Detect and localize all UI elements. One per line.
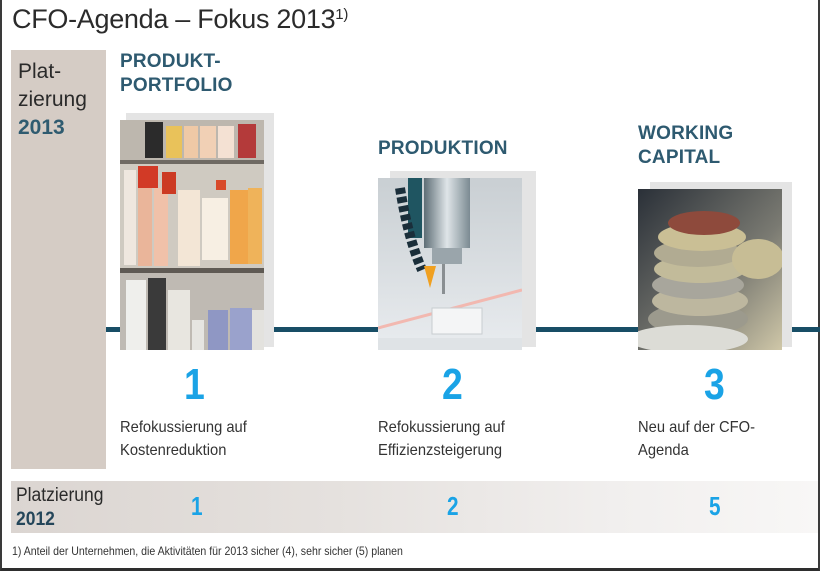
heading-line2: CAPITAL — [638, 147, 721, 168]
rank-2013-2: 2 — [442, 360, 463, 409]
stacked-coins-photo — [638, 189, 782, 350]
desc-line2: Effizienzsteigerung — [378, 442, 503, 459]
shelf-of-cosmetic-bottles-photo — [120, 120, 264, 350]
rank-2013-1: 1 — [184, 360, 205, 409]
rank-2012-1: 1 — [191, 491, 203, 521]
desc-line1: Refokussierung auf — [120, 419, 247, 436]
placement-2012-year: 2012 — [16, 509, 55, 530]
column-description-3: Neu auf der CFO- Agenda — [638, 416, 755, 462]
cnc-milling-machine-photo — [378, 178, 522, 350]
placement-2012-band: Platzierung 2012 1 2 5 — [11, 481, 818, 533]
column-heading-produktion: PRODUKTION — [378, 137, 508, 161]
placement-2012-label: Platzierung 2012 — [16, 484, 103, 532]
slide-title: CFO-Agenda – Fokus 20131) — [12, 4, 348, 35]
rank-2013-3: 3 — [704, 360, 725, 409]
heading-line1: PRODUKTION — [378, 138, 508, 159]
rank-2012-2: 2 — [447, 491, 459, 521]
desc-line1: Neu auf der CFO- — [638, 419, 755, 436]
coins-photo-icon — [638, 189, 782, 350]
desc-line1: Refokussierung auf — [378, 419, 505, 436]
heading-line1: PRODUKT- — [120, 51, 221, 72]
column-heading-produktportfolio: PRODUKT- PORTFOLIO — [120, 50, 233, 98]
heading-line2: PORTFOLIO — [120, 75, 233, 96]
milling-photo-icon — [378, 178, 522, 350]
placement-2013-label: Plat- zierung 2013 — [18, 58, 87, 142]
desc-line2: Agenda — [638, 442, 689, 459]
column-description-2: Refokussierung auf Effizienzsteigerung — [378, 416, 505, 462]
placement-2013-label-line2: zierung — [18, 88, 87, 111]
placement-2013-band: Plat- zierung 2013 — [11, 50, 106, 469]
rank-2012-3: 5 — [709, 491, 721, 521]
placement-2013-label-line1: Plat- — [18, 60, 62, 83]
heading-line1: WORKING — [638, 123, 734, 144]
placement-2012-label-line1: Platzierung — [16, 485, 104, 506]
slide-title-text: CFO-Agenda – Fokus 2013 — [12, 4, 336, 34]
desc-line2: Kostenreduktion — [120, 442, 227, 459]
column-description-1: Refokussierung auf Kostenreduktion — [120, 416, 247, 462]
column-heading-working-capital: WORKING CAPITAL — [638, 122, 733, 170]
footnote-marker: 1) — [335, 6, 349, 23]
shelf-photo-icon — [120, 120, 264, 350]
footnote: 1) Anteil der Unternehmen, die Aktivität… — [12, 544, 403, 558]
placement-2013-year: 2013 — [18, 116, 65, 139]
